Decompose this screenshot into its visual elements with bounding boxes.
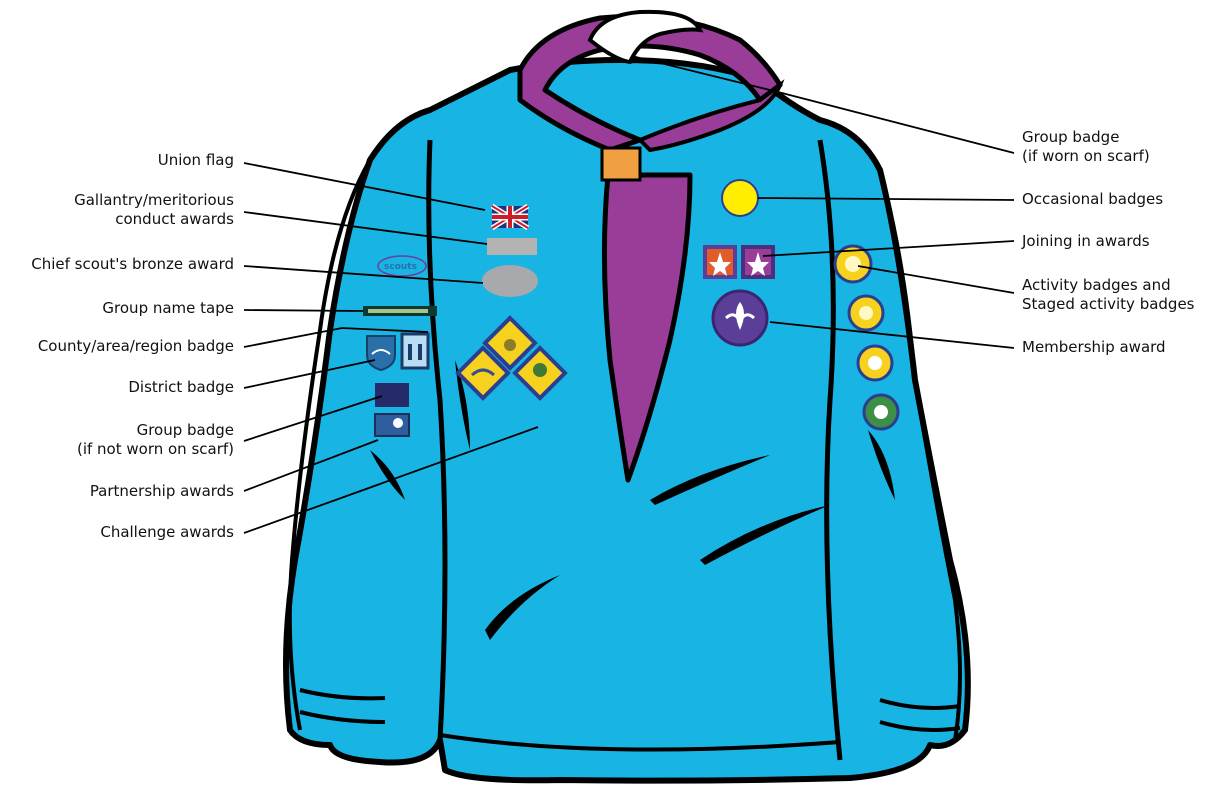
label-occasional: Occasional badges <box>1022 190 1163 209</box>
label-partnership: Partnership awards <box>90 482 234 501</box>
chief-scout-bronze-award <box>482 265 538 297</box>
occasional-badge <box>722 180 758 216</box>
group-badge <box>375 383 409 407</box>
union-flag <box>492 206 528 228</box>
label-district: District badge <box>128 378 234 397</box>
label-gallantry: Gallantry/meritorious conduct awards <box>74 191 234 229</box>
svg-text:scouts: scouts <box>384 262 417 272</box>
woggle <box>602 148 640 180</box>
label-membership: Membership award <box>1022 338 1166 357</box>
leader-group-name-tape <box>244 310 363 311</box>
label-county: County/area/region badge <box>38 337 234 356</box>
label-union-flag: Union flag <box>158 151 234 170</box>
label-group-badge-scarf: Group badge (if worn on scarf) <box>1022 128 1150 166</box>
label-activity: Activity badges and Staged activity badg… <box>1022 276 1195 314</box>
label-joining-in: Joining in awards <box>1022 232 1150 251</box>
label-chief-scout: Chief scout's bronze award <box>31 255 234 274</box>
gallantry-award <box>487 238 537 255</box>
label-group-name-tape: Group name tape <box>102 299 234 318</box>
label-group-badge: Group badge (if not worn on scarf) <box>77 421 234 459</box>
county-badge <box>367 336 395 370</box>
label-challenge: Challenge awards <box>100 523 234 542</box>
membership-award <box>713 291 767 345</box>
partnership-award <box>375 414 409 436</box>
district-badge <box>402 334 428 368</box>
